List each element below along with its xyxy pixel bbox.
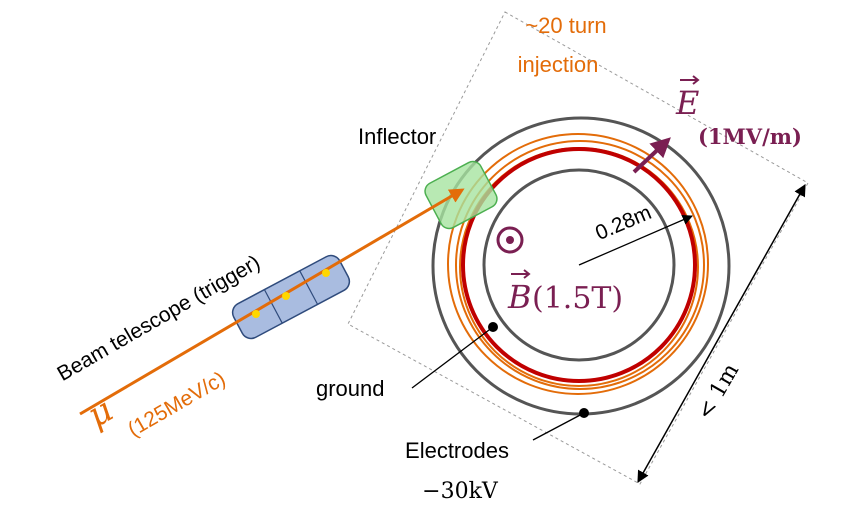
beam-telescope (231, 254, 351, 340)
ground-leader-line (411, 326, 494, 389)
b-field-value: (1.5T) (532, 281, 623, 316)
dot-in-circle-icon (496, 226, 524, 254)
radius-label: 0.28m (592, 201, 655, 245)
size-dimension-arrow (637, 183, 806, 484)
b-field-vector-mark (511, 269, 531, 279)
beam-telescope-label: Beam telescope (trigger) (53, 251, 264, 386)
telescope-hit-markers (252, 269, 330, 318)
e-field-symbol: E (675, 84, 699, 122)
electrodes-leader-line (532, 412, 585, 441)
injection-orbits (447, 133, 709, 395)
injection-label-line2: injection (518, 52, 599, 77)
injection-label-line1: ~20 turn (525, 13, 606, 38)
inflector-label: Inflector (358, 124, 436, 149)
electrodes-label: Electrodes (405, 438, 509, 463)
e-field-value: (1MV/m) (698, 124, 802, 149)
ground-label: ground (316, 376, 385, 401)
bounding-box-outline (347, 11, 809, 485)
b-field-symbol: B (507, 278, 532, 316)
ground-contact-dot (488, 322, 498, 332)
electrodes-contact-dot (579, 408, 589, 418)
e-field-vector-mark (680, 75, 700, 85)
size-label: < 1m (692, 359, 744, 424)
e-field-arrow (632, 137, 671, 174)
electrode-voltage-label: −30kV (422, 479, 499, 504)
muon-beam-arrow (79, 188, 465, 416)
muon-symbol: μ (81, 390, 120, 436)
